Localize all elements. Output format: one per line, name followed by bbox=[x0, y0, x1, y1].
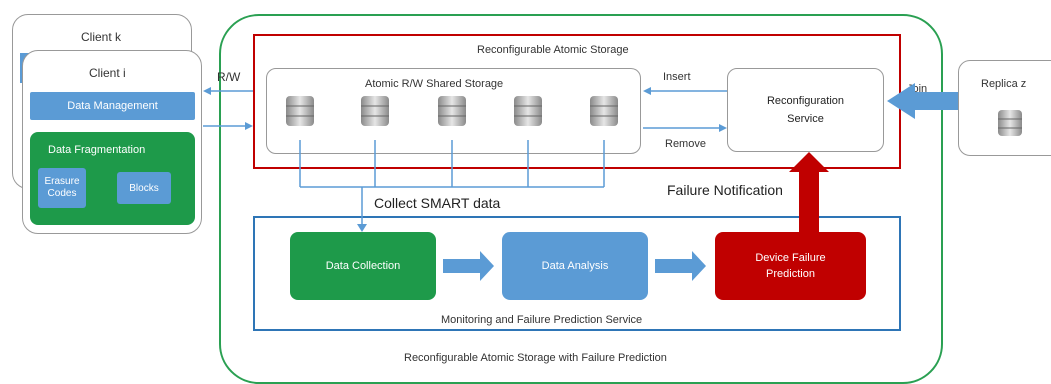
failure-notification-label: Failure Notification bbox=[667, 182, 783, 198]
data-fragmentation-box: Data Fragmentation Erasure Codes Blocks bbox=[30, 132, 195, 225]
device-failure-box: Device Failure Prediction bbox=[715, 232, 866, 300]
disk-icon-3 bbox=[438, 96, 466, 126]
join-arrow bbox=[887, 83, 958, 119]
client-k-title: Client k bbox=[81, 30, 122, 44]
replica-z-title: Replica z bbox=[981, 78, 1027, 90]
disk-icon-2 bbox=[361, 96, 389, 126]
disk-icon-1 bbox=[286, 96, 314, 126]
client-i-title: Client i bbox=[89, 66, 126, 80]
outer-title: Reconfigurable Atomic Storage with Failu… bbox=[404, 352, 667, 364]
client-i-card: Client i Data Management Data Fragmentat… bbox=[22, 50, 202, 234]
remove-label: Remove bbox=[665, 138, 706, 150]
disk-icon-5 bbox=[590, 96, 618, 126]
smart-collection-lines bbox=[299, 140, 605, 226]
insert-label: Insert bbox=[663, 71, 691, 83]
data-analysis-box: Data Analysis bbox=[502, 232, 648, 300]
reconfiguration-service-box: Reconfiguration Service bbox=[727, 68, 884, 152]
rw-arrows bbox=[203, 87, 253, 130]
collect-smart-label: Collect SMART data bbox=[374, 195, 501, 211]
insert-arrow bbox=[643, 87, 727, 95]
smart-arrow-head bbox=[357, 224, 367, 232]
data-collection-box: Data Collection bbox=[290, 232, 436, 300]
atomic-storage-title: Atomic R/W Shared Storage bbox=[365, 78, 504, 90]
collection-to-analysis-arrow bbox=[443, 251, 494, 281]
blocks-box: Blocks bbox=[117, 172, 171, 204]
disk-icon-4 bbox=[514, 96, 542, 126]
remove-arrow bbox=[643, 124, 727, 132]
replica-disk-icon bbox=[998, 110, 1022, 136]
failure-notification-arrow bbox=[789, 152, 829, 232]
monitoring-title: Monitoring and Failure Prediction Servic… bbox=[441, 314, 643, 326]
reconfigurable-storage-title: Reconfigurable Atomic Storage bbox=[477, 44, 629, 56]
analysis-to-prediction-arrow bbox=[655, 251, 706, 281]
data-management-box: Data Management bbox=[30, 92, 195, 120]
replica-z-card: Replica z bbox=[958, 60, 1051, 156]
data-fragmentation-label: Data Fragmentation bbox=[48, 144, 146, 156]
rw-label: R/W bbox=[217, 70, 241, 84]
erasure-codes-box: Erasure Codes bbox=[38, 168, 86, 208]
monitoring-box: Monitoring and Failure Prediction Servic… bbox=[253, 216, 901, 331]
reconfiguration-service-label: Reconfiguration Service bbox=[766, 95, 845, 125]
